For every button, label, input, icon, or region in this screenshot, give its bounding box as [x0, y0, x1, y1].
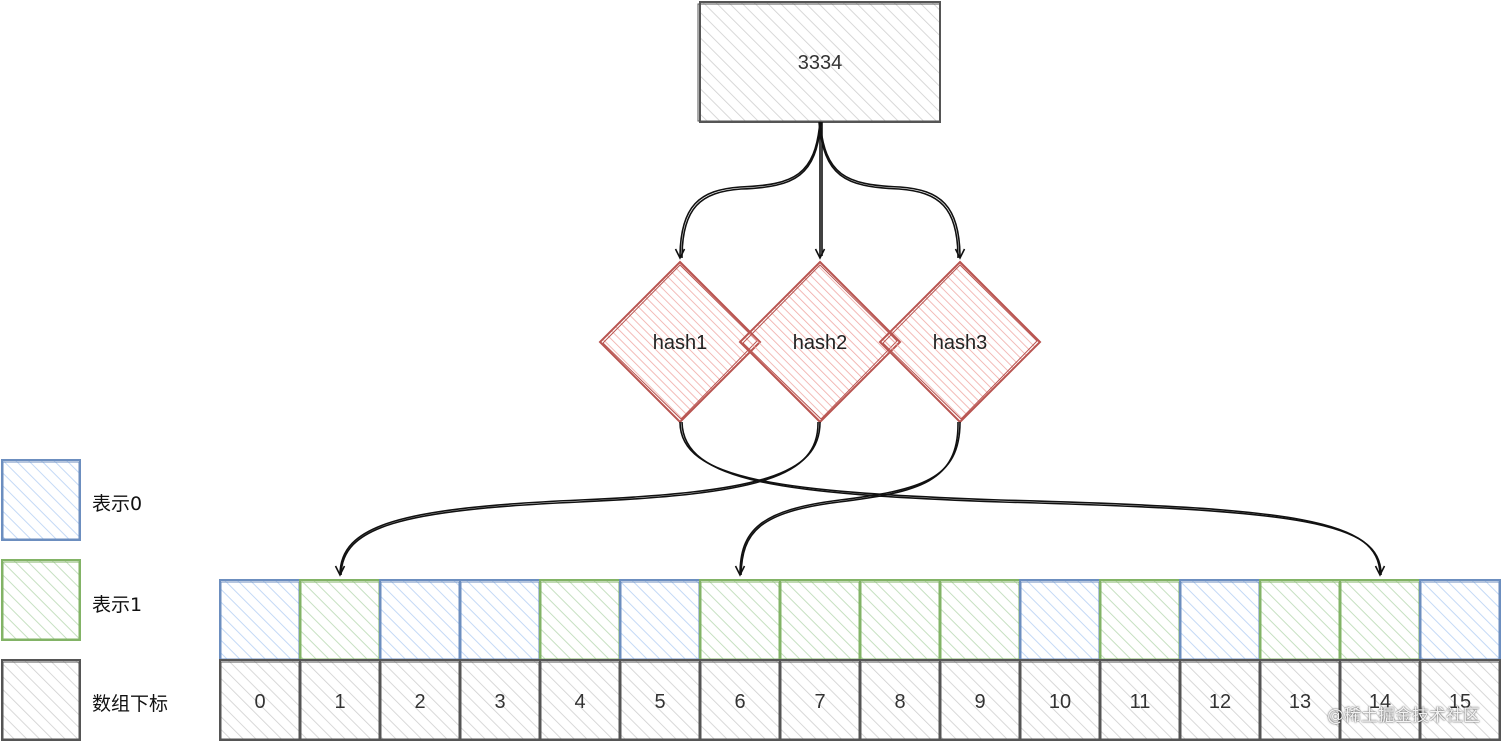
bit-cell-8: [859, 579, 941, 661]
hash3-label: hash3: [933, 332, 988, 354]
index-label-11: 11: [1130, 691, 1151, 713]
index-cell-0: 0: [219, 659, 301, 741]
index-label-4: 4: [574, 691, 585, 713]
index-label-7: 7: [814, 691, 825, 713]
index-cell-7: 7: [779, 659, 861, 741]
watermark: @稀土掘金技术社区: [1327, 706, 1480, 726]
bit-cell-15: [1419, 579, 1501, 661]
index-label-8: 8: [894, 691, 905, 713]
input-value: 3334: [798, 52, 843, 74]
index-label-9: 9: [974, 691, 985, 713]
bit-cell-2: [379, 579, 461, 661]
legend-one-label: 表示1: [92, 594, 143, 616]
bit-cell-3: [459, 579, 541, 661]
bit-cell-9: [939, 579, 1021, 661]
index-cell-14: 14: [1339, 659, 1421, 741]
index-cell-11: 11: [1099, 659, 1181, 741]
bit-array-row: [219, 579, 1501, 661]
index-cell-12: 12: [1179, 659, 1261, 741]
hash-to-array-arrows: [334, 421, 1386, 577]
index-label-6: 6: [734, 691, 745, 713]
index-label-2: 2: [414, 691, 425, 713]
hash2-diamond: hash2: [738, 260, 902, 424]
arrow-hash2-to-cell-1: [334, 421, 821, 577]
index-label-1: 1: [334, 691, 345, 713]
hash3-diamond: hash3: [878, 260, 1042, 424]
hash1-label: hash1: [653, 332, 708, 354]
index-cell-9: 9: [939, 659, 1021, 741]
legend-zero-box: [1, 459, 81, 541]
hash1-diamond: hash1: [598, 260, 762, 424]
bit-cell-14: [1339, 579, 1421, 661]
bit-cell-5: [619, 579, 701, 661]
index-cell-5: 5: [619, 659, 701, 741]
bit-cell-7: [779, 579, 861, 661]
index-label-14: 14: [1369, 691, 1391, 713]
index-label-12: 12: [1209, 691, 1231, 713]
hash-diamonds: hash1 hash2 hash3: [598, 260, 1042, 424]
legend-one-box: [1, 559, 81, 641]
index-cell-1: 1: [299, 659, 381, 741]
arrow-hash1-to-cell-14: [679, 421, 1386, 577]
index-cell-2: 2: [379, 659, 461, 741]
index-cell-13: 13: [1259, 659, 1341, 741]
index-cell-10: 10: [1019, 659, 1101, 741]
input-box: 3334: [697, 1, 941, 123]
bit-cell-10: [1019, 579, 1101, 661]
index-label-0: 0: [254, 691, 265, 713]
bit-cell-13: [1259, 579, 1341, 661]
arrow-to-hash3: [819, 121, 966, 260]
legend-index-label: 数组下标: [92, 693, 169, 715]
bit-cell-0: [219, 579, 301, 661]
index-label-5: 5: [654, 691, 665, 713]
arrow-to-hash1: [674, 121, 821, 260]
legend-index-box: [1, 659, 81, 741]
bit-cell-4: [539, 579, 621, 661]
index-label-15: 15: [1449, 691, 1471, 713]
index-label-13: 13: [1289, 691, 1311, 713]
index-cell-4: 4: [539, 659, 621, 741]
input-to-hash-arrows: [674, 121, 966, 260]
index-label-10: 10: [1049, 691, 1071, 713]
index-cell-15: 15: [1419, 659, 1501, 741]
index-cell-3: 3: [459, 659, 541, 741]
legend-zero-label: 表示0: [92, 493, 143, 515]
index-cell-6: 6: [699, 659, 781, 741]
hash2-label: hash2: [793, 332, 848, 354]
bit-cell-6: [699, 579, 781, 661]
index-cell-8: 8: [859, 659, 941, 741]
bit-cell-1: [299, 579, 381, 661]
index-label-3: 3: [494, 691, 505, 713]
bit-cell-11: [1099, 579, 1181, 661]
bit-cell-12: [1179, 579, 1261, 661]
